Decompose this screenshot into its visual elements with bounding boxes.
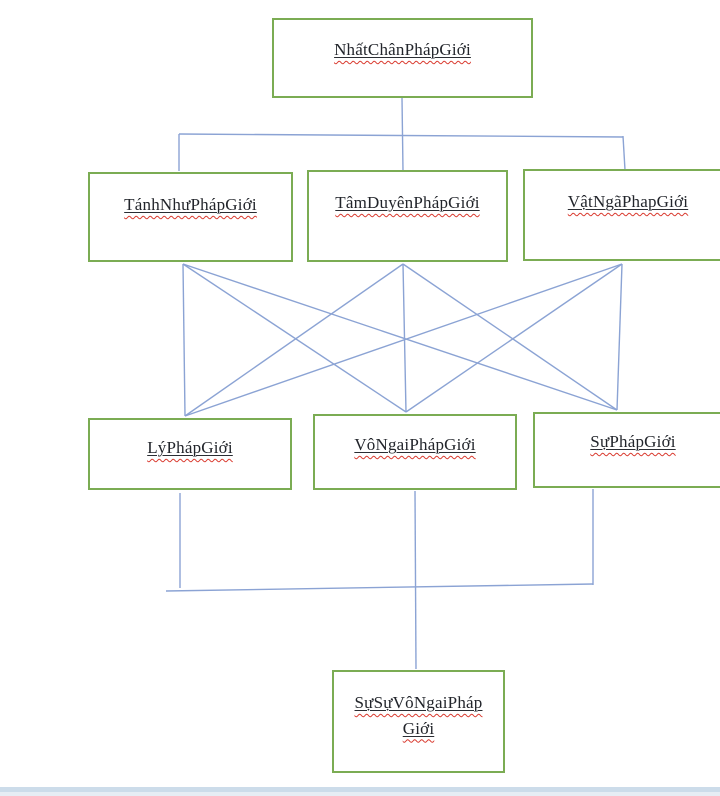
edge-vatnga-vongai <box>405 263 623 413</box>
window-edge-strip <box>0 787 720 792</box>
edge-branch-horizontal <box>178 133 624 138</box>
spellcheck-underline: SựSựVôNgaiPháp Giới <box>342 690 495 741</box>
node-vo-ngai[interactable]: VôNgaiPhápGiới <box>313 414 517 490</box>
edge-tanhnhu-ly <box>182 263 186 417</box>
edge-tamduyen-ly <box>184 263 404 417</box>
node-label: LýPhápGiới <box>147 438 233 457</box>
spellcheck-underline: LýPhápGiới <box>147 435 233 461</box>
node-ly[interactable]: LýPhápGiới <box>88 418 292 490</box>
node-tam-duyen[interactable]: TâmDuyênPhápGiới <box>307 170 508 262</box>
spellcheck-underline: TánhNhưPhápGiới <box>124 192 257 218</box>
edge-bottom-horizontal <box>165 583 594 592</box>
node-label: SựSựVôNgaiPháp Giới <box>354 693 483 738</box>
spellcheck-underline: SựPhápGiới <box>590 429 675 455</box>
spellcheck-underline: VôNgaiPhápGiới <box>354 432 475 458</box>
node-tanh-nhu[interactable]: TánhNhưPhápGiới <box>88 172 293 262</box>
node-nhat-chan[interactable]: NhấtChânPhápGiới <box>272 18 533 98</box>
edge-tamduyen-vongai <box>402 263 407 413</box>
node-label: VậtNgãPhapGiới <box>567 192 689 211</box>
edge-tanhnhu-vongai <box>182 263 407 413</box>
node-su[interactable]: SựPhápGiới <box>533 412 720 488</box>
edge-nhatchan-tamduyen <box>401 97 404 172</box>
edge-nhatchan-vatnga <box>622 135 626 171</box>
edge-vatnga-ly <box>184 263 623 417</box>
node-su-su[interactable]: SựSựVôNgaiPháp Giới <box>332 670 505 773</box>
edge-vatnga-su <box>616 263 623 411</box>
edge-tanhnhu-su <box>182 263 618 411</box>
node-vat-nga[interactable]: VậtNgãPhapGiới <box>523 169 720 261</box>
edge-vongai-susu <box>414 490 417 670</box>
node-label: TâmDuyênPhápGiới <box>335 193 480 212</box>
spellcheck-underline: TâmDuyênPhápGiới <box>335 190 479 216</box>
edge-tamduyen-su <box>402 263 618 411</box>
window-edge-strip-lower <box>0 792 720 796</box>
node-label: SựPhápGiới <box>590 432 676 451</box>
node-label: NhấtChânPhápGiới <box>334 40 471 59</box>
node-label: TánhNhưPhápGiới <box>124 195 257 214</box>
spellcheck-underline: NhấtChânPhápGiới <box>334 37 471 63</box>
spellcheck-underline: VậtNgãPhapGiới <box>568 189 688 215</box>
node-label: VôNgaiPhápGiới <box>354 435 476 454</box>
